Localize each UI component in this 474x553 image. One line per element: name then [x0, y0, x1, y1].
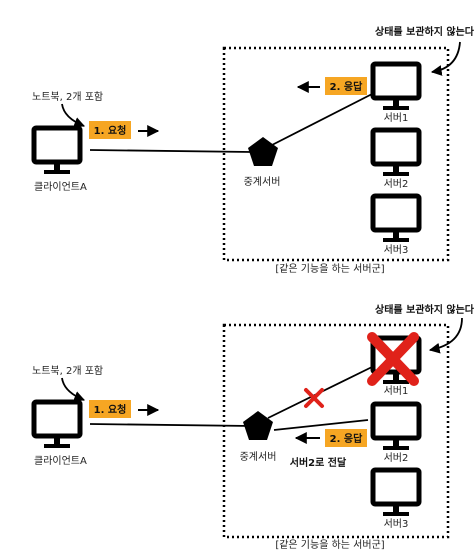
server2-monitor-icon[interactable] — [373, 404, 419, 450]
notebook-callout: 노트북, 2개 포함 — [32, 365, 103, 377]
stateless-note: 상태를 보관하지 않는다 — [375, 25, 474, 38]
server-group-label: [같은 기능을 하는 서버군] — [275, 538, 384, 551]
server1-label: 서버1 — [384, 112, 409, 124]
response-label: 2. 응답 — [330, 81, 363, 93]
request-label: 1. 요청 — [94, 124, 127, 137]
proxy-label: 중계서버 — [244, 176, 281, 188]
client-a-label: 클라이언트A — [34, 181, 87, 193]
response-label: 2. 응답 — [330, 433, 363, 445]
relay-note: 서버2로 전달 — [290, 456, 347, 469]
stateless-note-curve — [428, 317, 463, 354]
server3-monitor-icon[interactable] — [373, 196, 419, 242]
proxy-server1-link — [271, 92, 375, 146]
request-badge — [89, 400, 131, 418]
response-badge — [325, 429, 367, 447]
server2-monitor-icon[interactable] — [373, 130, 419, 176]
proxy-pentagon-icon[interactable] — [248, 137, 278, 166]
response-badge — [325, 77, 367, 95]
server1-failed-x-mark-icon — [367, 332, 419, 386]
stateless-note-curve — [430, 41, 461, 76]
server-group-label: [같은 기능을 하는 서버군] — [275, 262, 384, 275]
server3-label: 서버3 — [384, 518, 409, 530]
client-proxy-link — [89, 423, 253, 427]
proxy-label: 중계서버 — [240, 451, 277, 463]
server3-label: 서버3 — [384, 244, 409, 256]
callout-curve — [61, 103, 86, 128]
server2-label: 서버2 — [384, 452, 409, 464]
client-proxy-link — [89, 149, 253, 153]
link-broken-x-mark-icon — [304, 388, 324, 408]
server-group-box — [222, 323, 450, 539]
request-badge — [89, 121, 131, 139]
client-a-monitor-icon[interactable] — [34, 402, 80, 448]
stateless-note: 상태를 보관하지 않는다 — [375, 303, 474, 316]
notebook-callout: 노트북, 2개 포함 — [32, 91, 103, 103]
client-a-monitor-icon[interactable] — [34, 128, 80, 174]
server-group-box — [222, 46, 450, 262]
request-label: 1. 요청 — [94, 403, 127, 416]
client-a-label: 클라이언트A — [34, 455, 87, 467]
proxy-server2-link — [273, 419, 369, 431]
server1-monitor-icon[interactable] — [373, 64, 419, 110]
proxy-pentagon-icon[interactable] — [243, 411, 273, 440]
server2-label: 서버2 — [384, 178, 409, 190]
server3-monitor-icon[interactable] — [373, 470, 419, 516]
callout-curve — [61, 377, 86, 402]
bottom-panel: 노트북, 2개 포함 클라이언트A 1. 요청 중계서버 2. 응답 서버2로 … — [32, 303, 474, 551]
server1-label: 서버1 — [384, 385, 409, 397]
top-panel: 노트북, 2개 포함 클라이언트A 1. 요청 중계서버 2. 응답 상태를 보… — [32, 25, 474, 275]
